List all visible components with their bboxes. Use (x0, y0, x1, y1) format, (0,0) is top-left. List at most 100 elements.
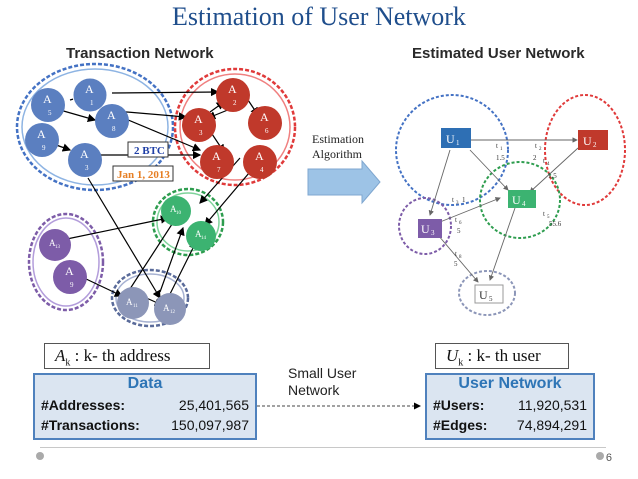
data-box: Data #Addresses: 25,401,565 #Transaction… (33, 373, 257, 440)
address-symbol: A (55, 346, 66, 365)
edges-label: #Edges: (433, 417, 488, 433)
user-subscript: k (458, 357, 464, 369)
address-node-a5[interactable]: A 5 (31, 88, 65, 122)
svg-text:3: 3 (199, 129, 203, 137)
svg-text:A: A (194, 112, 203, 126)
data-row-addresses: #Addresses: 25,401,565 (35, 397, 255, 413)
cluster-red (173, 67, 297, 187)
page-number: 6 (605, 452, 612, 464)
address-node-a11[interactable]: A 11 (117, 287, 149, 319)
svg-text:1.5: 1.5 (496, 154, 505, 162)
user-cluster-u3 (398, 197, 452, 255)
address-node-a3[interactable]: A 3 (68, 143, 102, 177)
user-symbol: U (446, 346, 459, 365)
address-legend: Ak : k- th address (44, 343, 210, 369)
user-edges (428, 137, 579, 283)
transaction-network-heading: Transaction Network (66, 45, 214, 62)
users-value: 11,920,531 (517, 397, 587, 413)
svg-text:A: A (195, 229, 202, 239)
data-row-transactions: #Transactions: 150,097,987 (35, 417, 255, 433)
svg-text:t: t (543, 210, 545, 218)
svg-text:2: 2 (233, 99, 237, 107)
address-node-a3-red[interactable]: A 3 (182, 108, 216, 142)
estimation-label-2: Algorithm (312, 147, 363, 161)
svg-text:t: t (496, 142, 498, 150)
svg-text:t: t (455, 250, 457, 258)
address-node-a9-purple[interactable]: A 9 (53, 260, 87, 294)
address-node-a12[interactable]: A 12 (154, 293, 186, 325)
user-legend-text: : k- th user (467, 346, 541, 365)
address-node-a8[interactable]: A 8 (95, 104, 129, 138)
address-node-a2[interactable]: A 2 (216, 78, 250, 112)
footer-divider (40, 447, 606, 448)
svg-text:2 BTC: 2 BTC (134, 145, 165, 157)
svg-text:5: 5 (48, 109, 52, 117)
svg-text:2: 2 (593, 141, 597, 149)
svg-text:Jan 1, 2013: Jan 1, 2013 (117, 169, 170, 181)
svg-text:A: A (126, 297, 133, 307)
user-legend: Uk : k- th user (435, 343, 569, 369)
svg-text:55.6: 55.6 (549, 220, 562, 228)
address-node-a10[interactable]: A 10 (161, 196, 191, 226)
address-node-a13[interactable]: A 13 (39, 229, 71, 261)
user-node-u3[interactable]: U 3 (418, 219, 442, 238)
svg-text:1: 1 (90, 99, 94, 107)
address-node-a7[interactable]: A 7 (200, 145, 234, 179)
estimation-arrow (307, 159, 381, 205)
svg-text:A: A (228, 82, 237, 96)
svg-text:A: A (65, 264, 74, 278)
user-row-users: #Users: 11,920,531 (427, 397, 593, 413)
svg-text:A: A (260, 110, 269, 124)
user-node-u5[interactable]: U 5 (474, 284, 504, 304)
svg-text:5: 5 (547, 215, 550, 220)
user-cluster-u4 (479, 161, 561, 239)
svg-text:1.5: 1.5 (548, 172, 557, 180)
svg-text:U: U (446, 132, 455, 146)
user-row-edges: #Edges: 74,894,291 (427, 417, 593, 433)
svg-text:10: 10 (176, 211, 182, 216)
cluster-green (151, 187, 225, 257)
svg-text:8: 8 (459, 255, 462, 260)
user-node-u1[interactable]: U 1 (441, 128, 471, 148)
svg-text:4: 4 (260, 166, 264, 174)
svg-text:5: 5 (457, 227, 461, 235)
user-cluster-u5 (458, 270, 516, 316)
small-network-line2: Network (288, 382, 340, 398)
svg-text:1: 1 (456, 139, 460, 147)
svg-text:t: t (455, 216, 457, 224)
svg-text:9: 9 (42, 144, 46, 152)
date-annotation: Jan 1, 2013 (112, 165, 174, 182)
svg-text:3: 3 (456, 201, 459, 206)
svg-text:2: 2 (539, 147, 542, 152)
svg-text:t: t (535, 142, 537, 150)
svg-text:12: 12 (170, 310, 176, 315)
address-node-a4[interactable]: A 4 (243, 145, 277, 179)
user-node-u2[interactable]: U 2 (578, 130, 608, 150)
svg-text:2: 2 (533, 154, 537, 162)
user-cluster-u1 (395, 94, 509, 206)
user-cluster-u2 (544, 94, 626, 206)
address-node-a9[interactable]: A 9 (25, 123, 59, 157)
address-legend-text: : k- th address (74, 346, 171, 365)
svg-text:A: A (49, 238, 56, 248)
user-network-heading: Estimated User Network (412, 45, 585, 62)
transaction-nodes: A 1 A 5 A 8 A 9 A 3 A 2 A (25, 77, 282, 325)
svg-text:3: 3 (431, 229, 435, 237)
svg-text:U: U (512, 193, 521, 207)
address-node-a14[interactable]: A 14 (186, 221, 216, 251)
svg-text:A: A (255, 149, 264, 163)
address-node-a6[interactable]: A 6 (248, 106, 282, 140)
transactions-value: 150,097,987 (171, 417, 249, 433)
user-node-u4[interactable]: U 4 (508, 190, 536, 208)
address-node-a1[interactable]: A 1 (72, 77, 108, 113)
edges-value: 74,894,291 (516, 417, 587, 433)
svg-text:A: A (163, 303, 170, 313)
footer-dot-right (596, 452, 604, 460)
address-subscript: k (65, 357, 71, 369)
cluster-gray (110, 268, 190, 328)
